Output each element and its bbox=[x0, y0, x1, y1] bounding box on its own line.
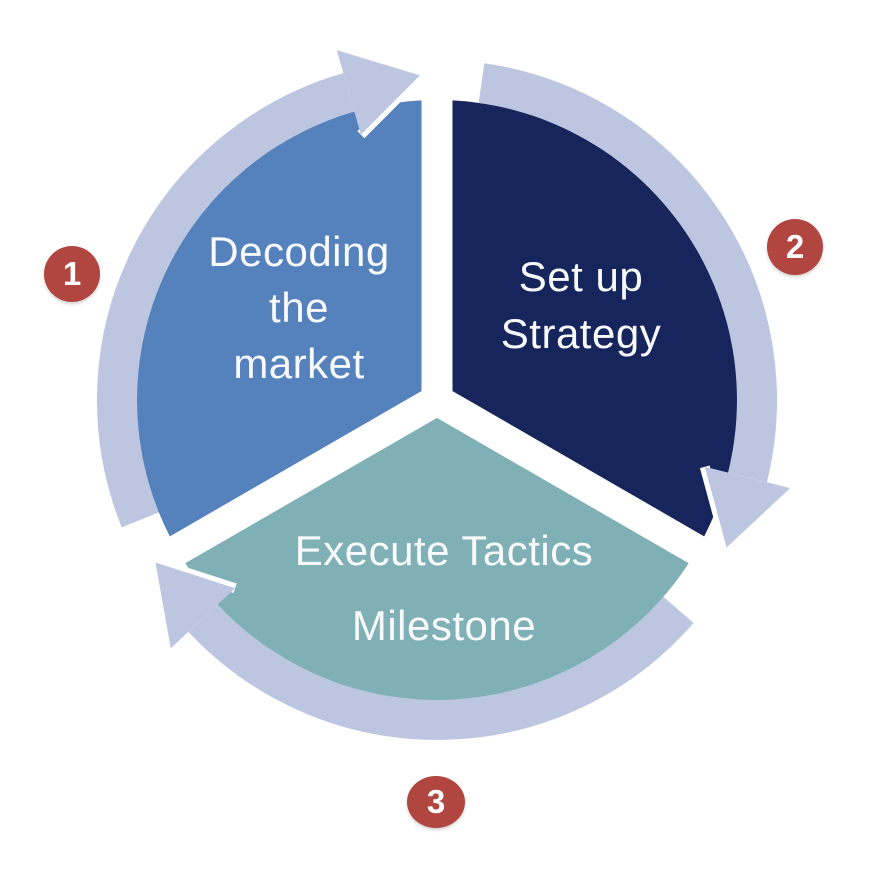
segment-2-label-line-1: Set up bbox=[519, 253, 643, 300]
separator-bottom-left bbox=[166, 386, 445, 565]
segment-3-label-line-1: Execute Tactics bbox=[295, 527, 594, 574]
separator-bottom-right bbox=[429, 386, 708, 565]
step-badge-1: 1 bbox=[44, 246, 100, 302]
segment-1-label-line-1: Decoding bbox=[208, 228, 389, 275]
arrow-head-top-icon bbox=[336, 50, 420, 135]
segment-execute-tactics bbox=[177, 400, 697, 700]
segment-3-label-line-2: Milestone bbox=[352, 602, 536, 649]
step-badge-3: 3 bbox=[407, 776, 465, 828]
arrow-head-right-icon bbox=[704, 466, 791, 548]
segment-1-label-line-2: the bbox=[269, 284, 329, 331]
ring-arc-2 bbox=[478, 63, 777, 483]
segment-2-label-line-2: Strategy bbox=[501, 310, 661, 357]
arrow-head-left-icon bbox=[155, 562, 236, 649]
ring-arc-1 bbox=[97, 73, 355, 528]
step-badge-2: 2 bbox=[767, 219, 823, 275]
segment-1-label-line-3: market bbox=[233, 340, 364, 387]
ring-arc-3 bbox=[188, 596, 694, 740]
